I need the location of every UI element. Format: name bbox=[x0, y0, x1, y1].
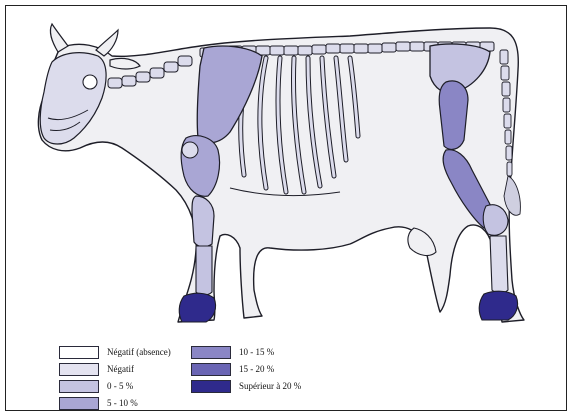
legend-item: Négatif (absence) bbox=[59, 345, 171, 359]
legend-swatch bbox=[59, 397, 99, 410]
front-phalanges bbox=[179, 293, 215, 322]
legend-item: 0 - 5 % bbox=[59, 379, 133, 393]
legend-label: Négatif bbox=[107, 363, 134, 376]
legend-item: 10 - 15 % bbox=[191, 345, 274, 359]
legend-label: 15 - 20 % bbox=[239, 363, 274, 376]
legend-swatch bbox=[191, 363, 231, 376]
legend-item: 5 - 10 % bbox=[59, 396, 138, 410]
legend-swatch bbox=[59, 346, 99, 359]
legend-swatch bbox=[59, 363, 99, 376]
legend-item: 15 - 20 % bbox=[191, 362, 274, 376]
elbow-joint bbox=[182, 142, 198, 158]
legend-swatch bbox=[191, 380, 231, 393]
legend-label: 0 - 5 % bbox=[107, 380, 133, 393]
rear-phalanges bbox=[479, 291, 517, 320]
legend-label: Supérieur à 20 % bbox=[239, 380, 301, 393]
rear-metatarsal bbox=[490, 236, 508, 293]
legend-label: 5 - 10 % bbox=[107, 397, 138, 410]
legend-swatch bbox=[59, 380, 99, 393]
legend-item: Négatif bbox=[59, 362, 134, 376]
legend-item: Supérieur à 20 % bbox=[191, 379, 301, 393]
femur bbox=[439, 81, 468, 149]
front-metacarpal bbox=[196, 246, 212, 295]
horn-right bbox=[96, 30, 118, 56]
radius-ulna bbox=[192, 196, 214, 247]
legend-swatch bbox=[191, 346, 231, 359]
horn-left bbox=[50, 24, 68, 52]
eye-orbit bbox=[83, 75, 97, 89]
legend-label: Négatif (absence) bbox=[107, 346, 171, 359]
legend-label: 10 - 15 % bbox=[239, 346, 274, 359]
